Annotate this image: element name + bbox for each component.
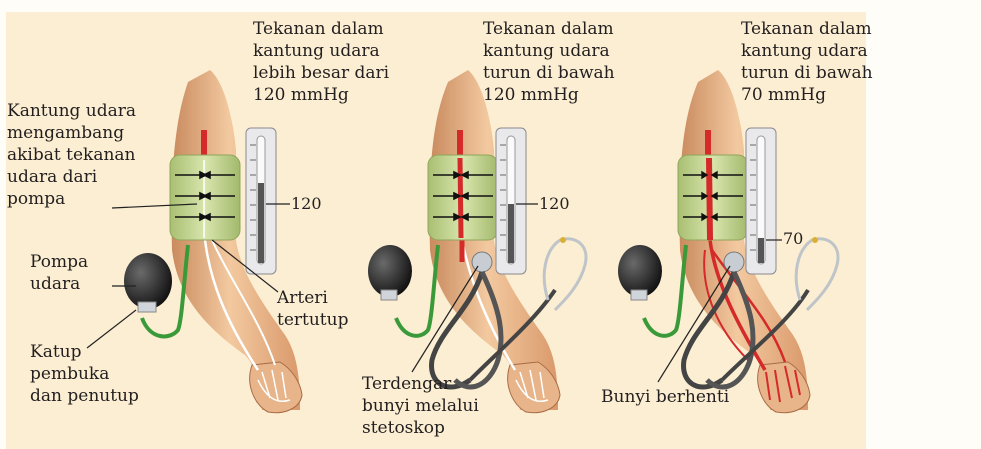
sound-stopped-label: Bunyi berhenti (601, 386, 729, 408)
valve-label: Katup pembuka dan penutup (30, 341, 139, 407)
panel-1-gauge-reading: 120 (291, 194, 322, 213)
panel-3-heading: Tekanan dalam kantung udara turun di baw… (741, 18, 873, 106)
panel-3-gauge-reading: 70 (783, 229, 803, 248)
panel-1-gauge (246, 128, 290, 274)
artery-label: Arteri tertutup (277, 287, 348, 331)
panel-2-heading: Tekanan dalam kantung udara turun di baw… (483, 18, 615, 106)
sound-heard-label: Terdengar bunyi melalui stetoskop (362, 373, 479, 439)
panel-3-gauge (746, 128, 782, 274)
panel-2-gauge-reading: 120 (539, 194, 570, 213)
cuff-label: Kantung udara mengambang akibat tekanan … (7, 100, 136, 210)
panel-1-arm (172, 70, 302, 413)
panel-2-gauge (496, 128, 538, 274)
panel-3-cuff (678, 155, 748, 240)
panel-2-arm (430, 70, 560, 413)
panel-2-pump (368, 245, 438, 336)
panel-3-pump (618, 245, 686, 336)
panel-1-heading: Tekanan dalam kantung udara lebih besar … (253, 18, 389, 106)
panel-2-cuff (428, 155, 498, 240)
panel-1-cuff (170, 155, 240, 240)
pump-label: Pompa udara (30, 251, 88, 295)
